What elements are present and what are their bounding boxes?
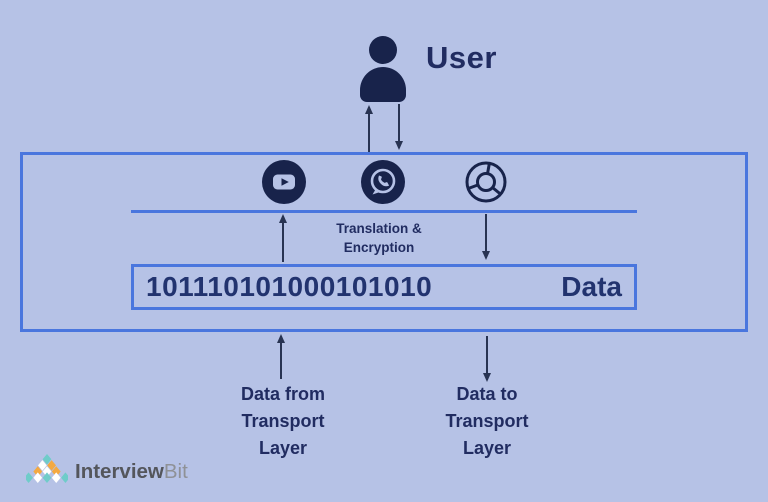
user-label: User	[426, 40, 497, 75]
data-bar: 101110101000101010 Data	[131, 264, 637, 310]
arrow-up-to-icons	[278, 214, 287, 262]
data-label: Data	[561, 271, 622, 302]
from-transport-line2: Transport	[241, 411, 325, 431]
brand-bold-text: Interview	[75, 460, 164, 483]
chrome-icon	[465, 161, 507, 203]
arrow-down-from-user	[394, 104, 403, 150]
arrow-down-to-transport	[482, 336, 491, 382]
process-label: Translation & Encryption	[298, 219, 460, 257]
arrow-up-to-user	[364, 105, 373, 152]
user-icon	[369, 36, 397, 64]
whatsapp-icon	[361, 160, 405, 204]
layer-divider-line	[131, 210, 637, 213]
process-label-line2: Encryption	[343, 240, 415, 255]
from-transport-line3: Layer	[258, 438, 308, 458]
interviewbit-wordmark: InterviewBit	[75, 461, 188, 485]
interviewbit-logo: InterviewBit	[26, 453, 188, 485]
data-to-transport-label: Data to Transport Layer	[402, 381, 572, 462]
user-icon-body	[360, 67, 406, 102]
arrow-up-from-transport	[276, 334, 285, 379]
from-transport-line1: Data from	[240, 384, 325, 404]
interviewbit-pyramid-icon	[26, 453, 68, 484]
to-transport-line3: Layer	[462, 438, 512, 458]
binary-string: 101110101000101010	[146, 271, 433, 302]
brand-light-text: Bit	[163, 460, 188, 483]
to-transport-line2: Transport	[445, 411, 529, 431]
process-label-line1: Translation &	[336, 221, 422, 236]
arrow-down-to-data	[481, 214, 490, 260]
data-from-transport-label: Data from Transport Layer	[198, 381, 368, 462]
youtube-icon	[262, 160, 306, 204]
application-layer-box	[20, 152, 748, 332]
to-transport-line1: Data to	[456, 384, 518, 404]
